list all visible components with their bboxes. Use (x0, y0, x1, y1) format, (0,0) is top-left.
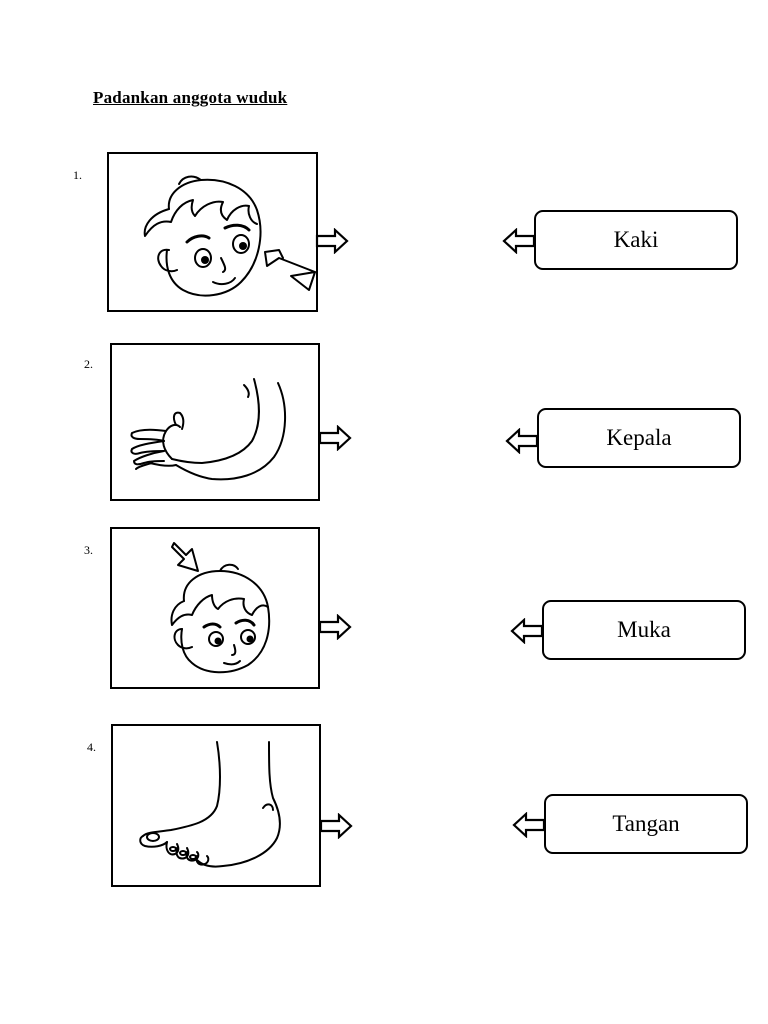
right-arrow-icon (319, 813, 353, 839)
right-arrow-icon (318, 425, 352, 451)
right-arrow-icon (318, 614, 352, 640)
item-number-2: 2. (84, 357, 93, 371)
word-box-3[interactable]: Muka (542, 600, 746, 660)
left-arrow-icon (505, 428, 539, 454)
item-number-1: 1. (73, 168, 82, 182)
picture-box-4 (111, 724, 321, 887)
picture-box-2 (110, 343, 320, 501)
arm-icon (130, 378, 287, 481)
right-arrow-icon (315, 228, 349, 254)
item-number-3: 3. (84, 543, 93, 557)
head-with-arrow-icon (170, 542, 271, 674)
left-arrow-icon (510, 618, 544, 644)
worksheet-title: Padankan anggota wuduk (93, 88, 288, 107)
word-box-2[interactable]: Kepala (537, 408, 741, 468)
word-box-4[interactable]: Tangan (544, 794, 748, 854)
picture-box-1 (107, 152, 318, 312)
word-box-1[interactable]: Kaki (534, 210, 738, 270)
picture-box-3 (110, 527, 320, 689)
left-arrow-icon (502, 228, 536, 254)
left-arrow-icon (512, 812, 546, 838)
foot-icon (139, 741, 281, 868)
item-number-4: 4. (87, 740, 96, 754)
face-with-arrow-icon (143, 175, 316, 297)
